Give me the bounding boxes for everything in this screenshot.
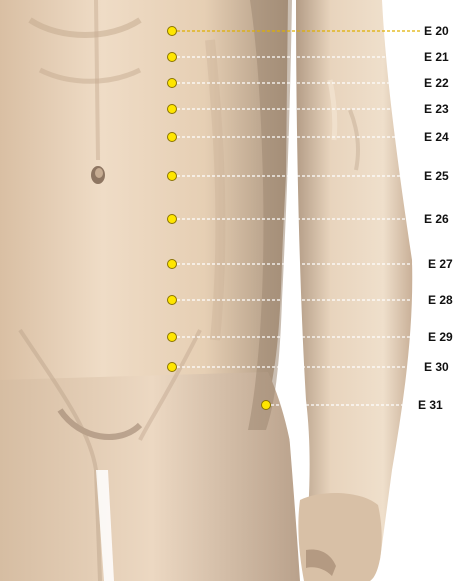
acupoint-label: E 24 (424, 130, 449, 144)
acupoint-marker[interactable] (168, 133, 177, 142)
acupoint-marker[interactable] (168, 260, 177, 269)
acupoint-label: E 23 (424, 102, 449, 116)
acupoint-label: E 30 (424, 360, 449, 374)
acupoint-label: E 26 (424, 212, 449, 226)
acupoint-marker[interactable] (168, 172, 177, 181)
acupoint-marker[interactable] (168, 296, 177, 305)
acupoint-label: E 28 (428, 293, 453, 307)
acupoint-label: E 25 (424, 169, 449, 183)
acupoint-label: E 21 (424, 50, 449, 64)
acupoint-marker[interactable] (262, 401, 271, 410)
acupoint-label: E 31 (418, 398, 443, 412)
acupoint-marker[interactable] (168, 363, 177, 372)
acupoint-marker[interactable] (168, 79, 177, 88)
acupoint-marker[interactable] (168, 215, 177, 224)
acupoint-label: E 27 (428, 257, 453, 271)
acupoint-label: E 29 (428, 330, 453, 344)
acupoint-label: E 20 (424, 24, 449, 38)
acupoint-marker[interactable] (168, 105, 177, 114)
hand (298, 493, 381, 581)
forearm (296, 0, 412, 570)
acupoint-marker[interactable] (168, 53, 177, 62)
acupoint-marker[interactable] (168, 27, 177, 36)
acupoint-label: E 22 (424, 76, 449, 90)
acupoint-marker[interactable] (168, 333, 177, 342)
